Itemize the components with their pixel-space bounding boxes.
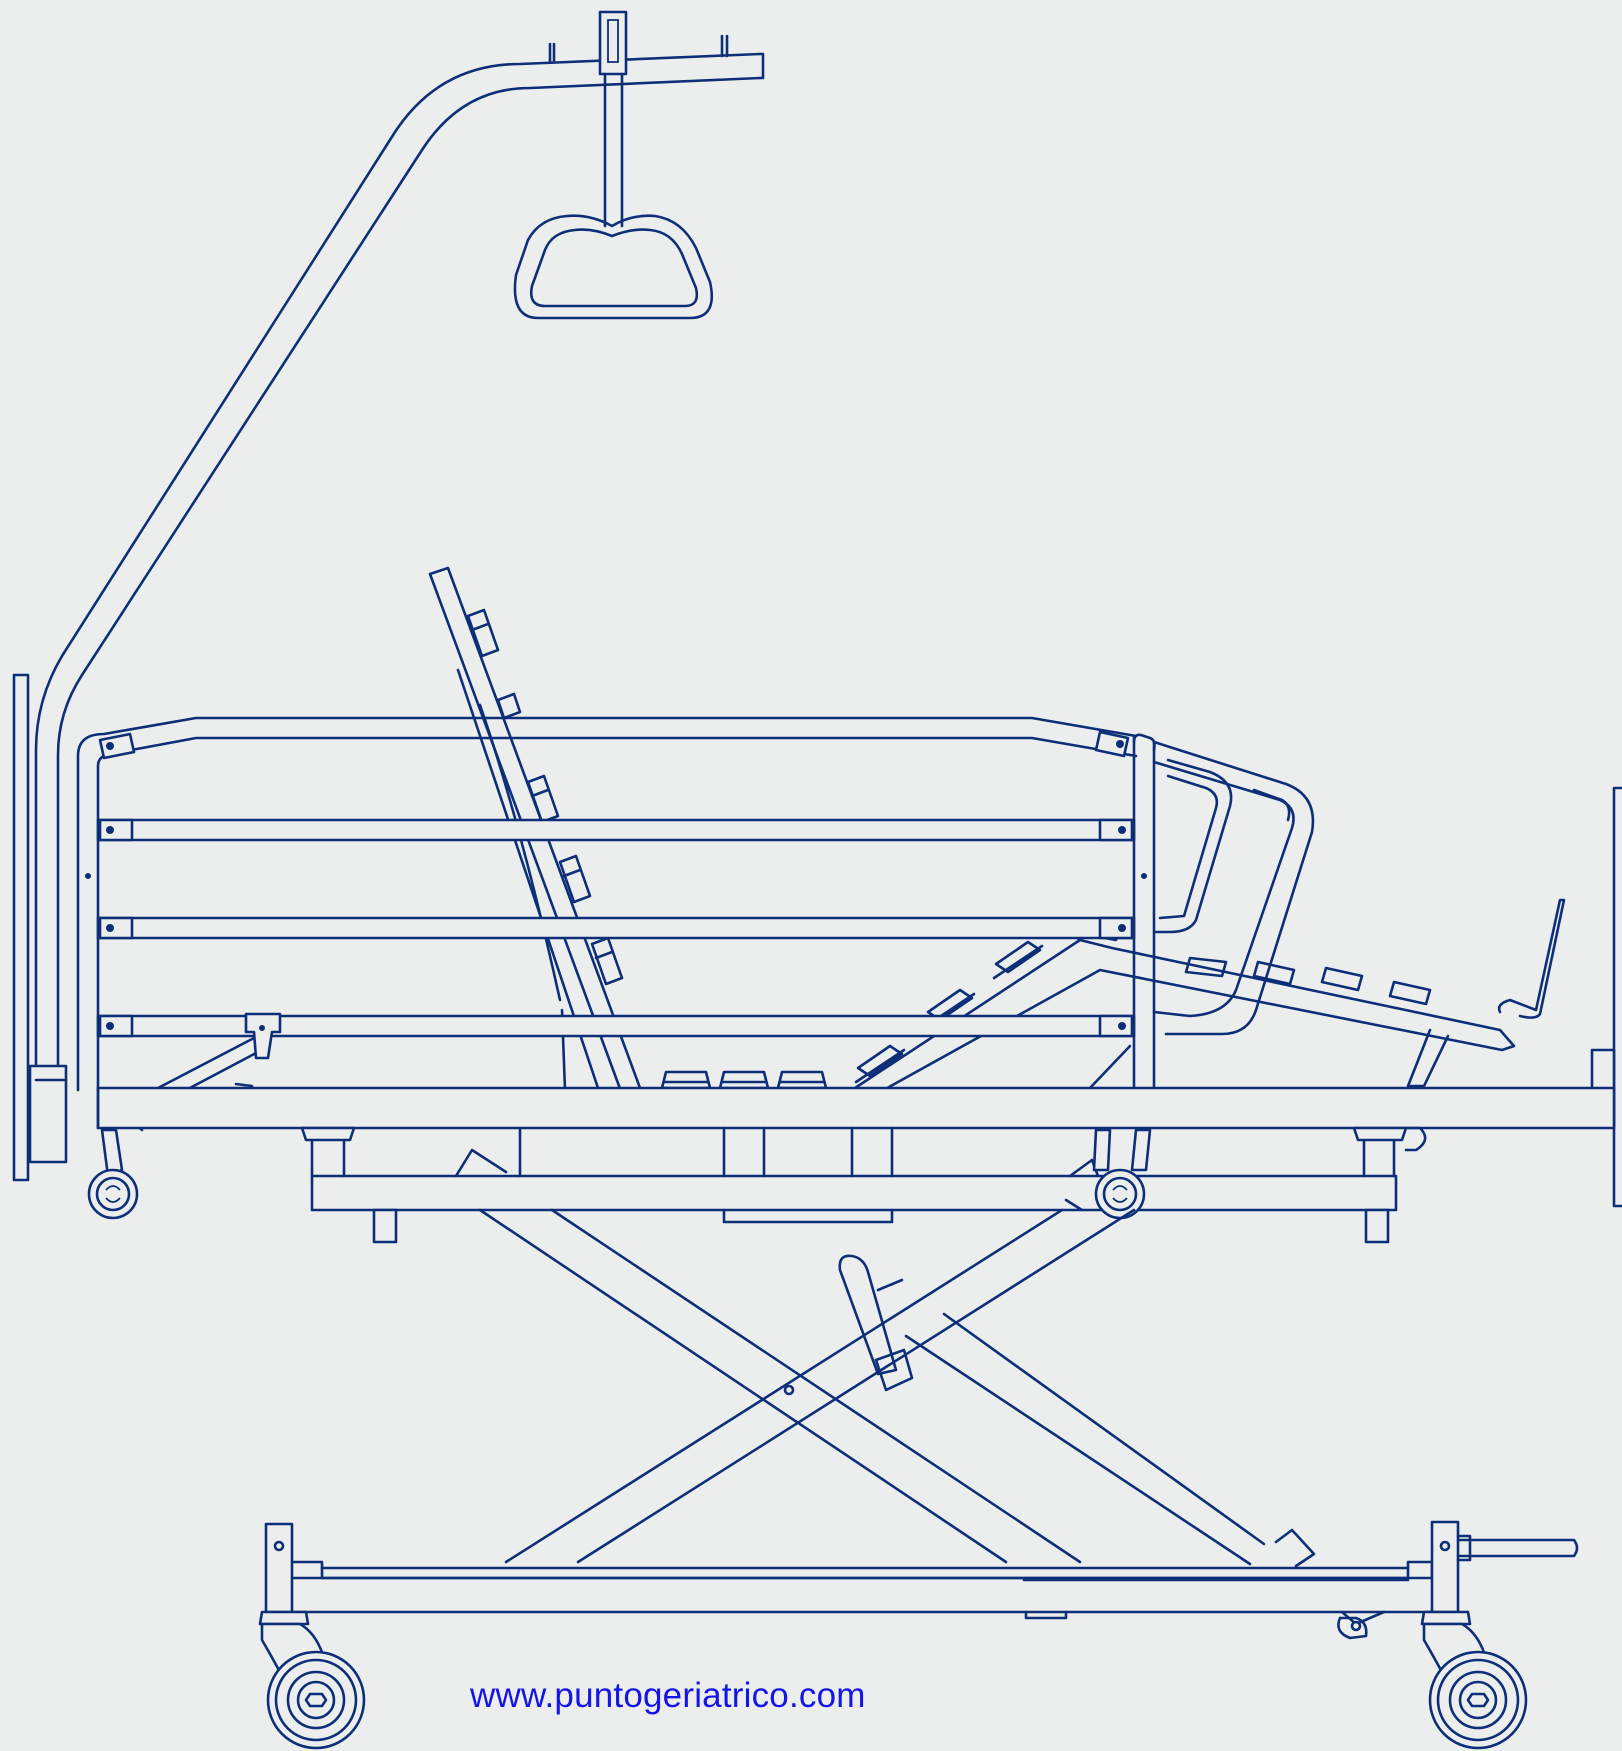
sub-frame [302, 1128, 1425, 1242]
trapeze-pole [36, 12, 763, 1075]
frame-castor-right [1094, 1130, 1150, 1218]
base-frame [266, 1522, 1577, 1638]
trapeze-handle [515, 216, 712, 318]
foot-rail [1154, 742, 1313, 1034]
seat-slats [662, 1072, 826, 1088]
side-rail [78, 718, 1155, 1130]
website-caption: www.puntogeriatrico.com [470, 1676, 866, 1715]
frame-castor-left [89, 1130, 137, 1218]
headboard-plate [14, 675, 66, 1180]
main-frame [98, 1088, 1614, 1128]
base-wheel-left [260, 1612, 364, 1748]
base-wheel-right [1422, 1612, 1526, 1748]
scissor-lift [480, 1200, 1314, 1566]
footboard-plate [1592, 788, 1622, 1206]
